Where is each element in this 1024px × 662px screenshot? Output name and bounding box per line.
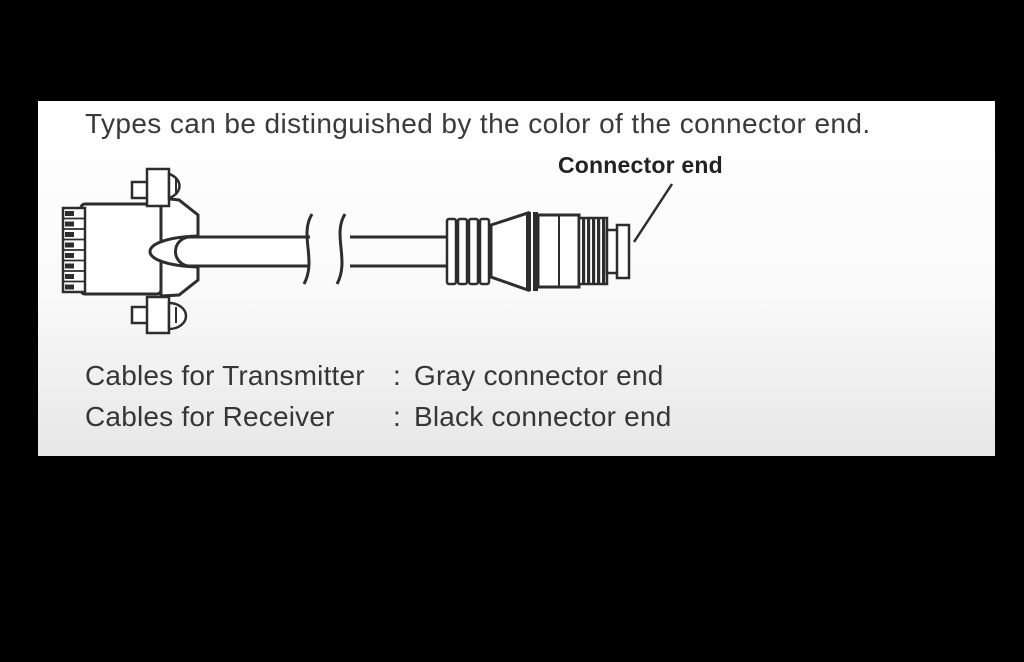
legend: Cables for Transmitter: Gray connector en… (85, 355, 672, 437)
legend-label: Cables for Transmitter (85, 360, 365, 391)
strain-relief-ribs (445, 217, 491, 286)
cable-diagram: Connector end (61, 152, 723, 335)
dsub-connector (61, 167, 200, 335)
legend-value: Gray connector end (413, 360, 664, 391)
callout-label: Connector end (558, 152, 723, 178)
legend-label: Cables for Receiver (85, 401, 335, 432)
knurled-ring (577, 216, 609, 286)
legend-colon: : (393, 360, 401, 391)
cable-right-segment (350, 235, 449, 268)
content-panel: Types can be distinguished by the color … (38, 101, 995, 456)
cable-break-marks (302, 213, 347, 285)
cable-left-segment (174, 235, 310, 268)
cable (174, 213, 449, 285)
connector-taper (489, 210, 530, 293)
legend-value: Black connector end (413, 401, 672, 432)
legend-colon: : (393, 401, 401, 432)
callout-line (632, 183, 674, 243)
connector-bands (526, 212, 538, 291)
legend-row-receiver: Cables for Receiver: Black connector end (85, 396, 672, 437)
dsub-mating-face (61, 206, 87, 294)
instruction-text: Types can be distinguished by the color … (85, 108, 871, 139)
connector-end-tip (605, 223, 631, 280)
round-connector (445, 210, 631, 293)
dsub-bottom-thumbscrew (130, 295, 188, 335)
dsub-top-thumbscrew (130, 167, 181, 208)
legend-row-transmitter: Cables for Transmitter: Gray connector en… (85, 355, 672, 396)
